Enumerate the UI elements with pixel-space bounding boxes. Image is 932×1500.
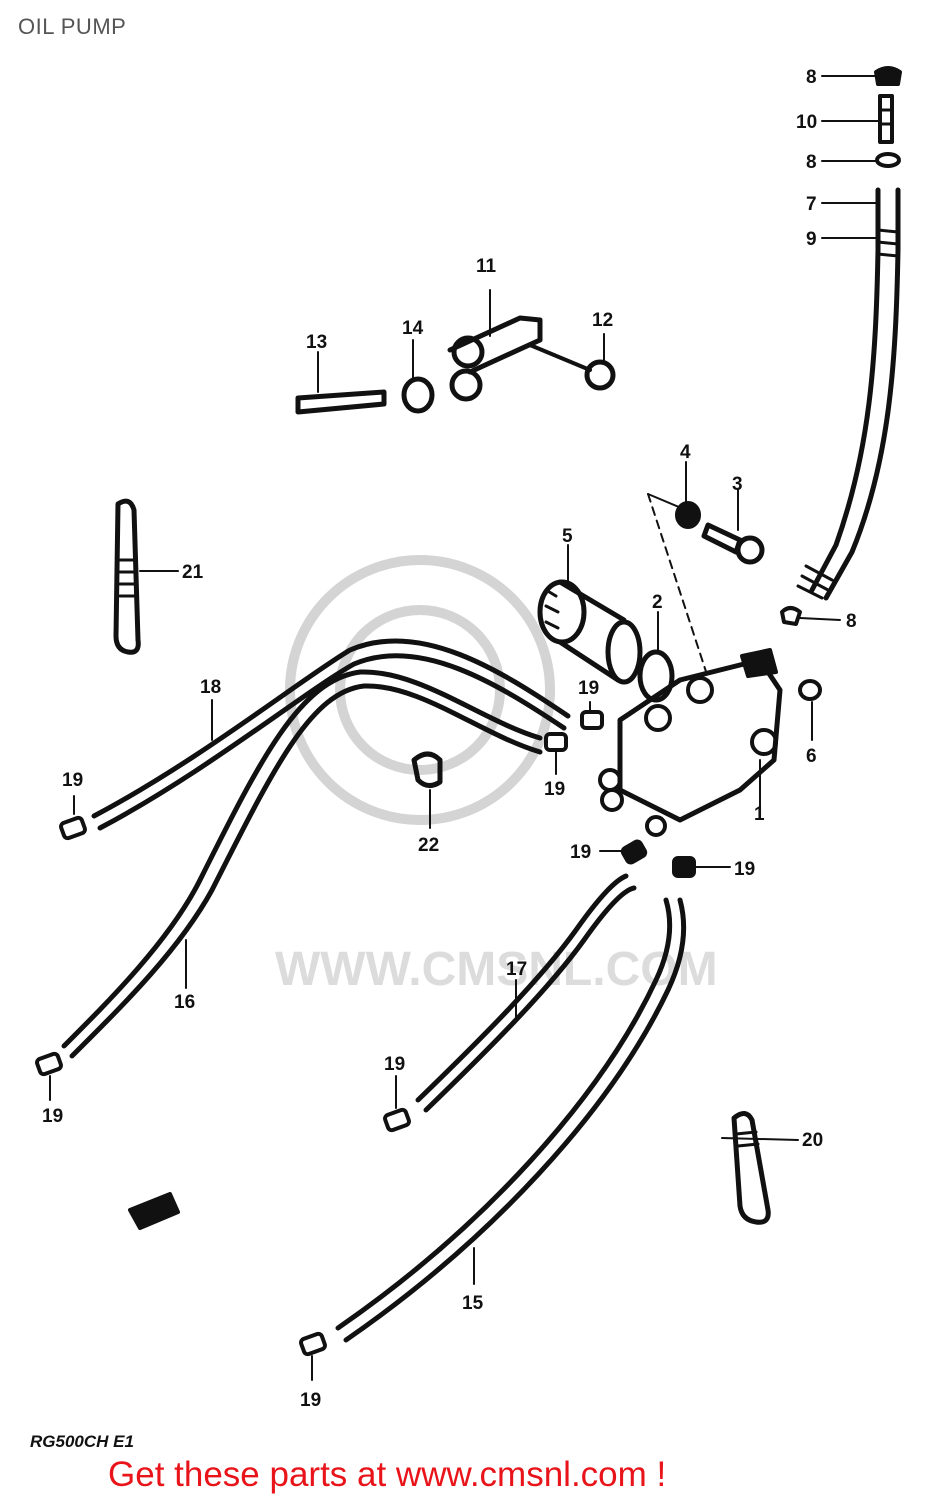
- label-19-a: 19: [62, 770, 83, 791]
- part-10-union-bolt[interactable]: [878, 94, 894, 144]
- part-9-oil-feed-hose[interactable]: [796, 187, 901, 601]
- label-9: 9: [806, 229, 817, 250]
- label-19-f: 19: [734, 859, 755, 880]
- label-11: 11: [476, 256, 497, 277]
- label-3: 3: [732, 474, 743, 495]
- label-12: 12: [592, 310, 613, 331]
- part-labels: 8 10 8 7 9 11 12 13 14 4 3 5 2 21 8 18 1…: [42, 67, 857, 1411]
- part-13-bolt[interactable]: [295, 351, 387, 415]
- model-code: RG500CH E1: [30, 1432, 134, 1451]
- part-8-cap[interactable]: [874, 66, 902, 86]
- label-5: 5: [562, 526, 573, 547]
- label-19-h: 19: [300, 1390, 321, 1411]
- part-19-hose-clip-h[interactable]: [299, 1331, 327, 1381]
- part-19-hose-clip-e[interactable]: [599, 839, 648, 865]
- part-16-oil-hose[interactable]: [61, 669, 543, 1059]
- label-1: 1: [754, 804, 765, 825]
- label-21: 21: [182, 562, 204, 583]
- part-19-hose-clip-a[interactable]: [59, 795, 87, 841]
- label-16: 16: [174, 992, 195, 1013]
- label-8-top: 8: [806, 67, 817, 88]
- label-19-g: 19: [384, 1054, 405, 1075]
- label-14: 14: [402, 318, 424, 339]
- part-19-hose-clip-b[interactable]: [35, 1051, 63, 1101]
- label-7: 7: [806, 194, 817, 215]
- part-8-clamp-upper[interactable]: [875, 152, 901, 168]
- label-6: 6: [806, 746, 817, 767]
- part-18-oil-hose[interactable]: [91, 638, 571, 831]
- part-19-hose-clip-f[interactable]: [672, 856, 731, 878]
- watermark: WWW.CMSNL.COM: [275, 555, 718, 996]
- part-5-pump-gear[interactable]: [537, 544, 643, 685]
- label-19-e: 19: [570, 842, 591, 863]
- label-19-c: 19: [578, 678, 599, 699]
- part-3-bolt[interactable]: [701, 489, 765, 565]
- part-17-oil-hose[interactable]: [415, 873, 637, 1113]
- part-8-clamp-lower[interactable]: [780, 606, 802, 626]
- label-20: 20: [802, 1130, 823, 1151]
- leader-4-3-to-pump: [647, 493, 713, 691]
- part-22-clamp[interactable]: [411, 751, 443, 829]
- label-8-lower: 8: [846, 611, 857, 632]
- watermark-text: WWW.CMSNL.COM: [275, 943, 718, 996]
- label-19-d: 19: [544, 779, 565, 800]
- part-19-hose-clip-g[interactable]: [383, 1075, 411, 1133]
- part-20-hose-clamp[interactable]: [721, 1111, 799, 1225]
- label-10: 10: [796, 112, 817, 133]
- part-21-hose-clamp[interactable]: [113, 498, 179, 655]
- leader-lines-upper-right: [799, 75, 881, 621]
- label-19-b: 19: [42, 1106, 63, 1127]
- label-4: 4: [680, 442, 691, 463]
- part-1-oil-pump-body[interactable]: [598, 648, 783, 837]
- part-15-oil-hose[interactable]: [335, 897, 687, 1343]
- part-11-pump-lever[interactable]: [447, 289, 543, 402]
- label-17: 17: [506, 959, 527, 980]
- label-18: 18: [200, 677, 221, 698]
- label-13: 13: [306, 332, 327, 353]
- part-4-washer[interactable]: [675, 461, 701, 529]
- small-clip-lower-left: [128, 1192, 180, 1230]
- label-2: 2: [652, 592, 663, 613]
- part-6-banjo-fitting[interactable]: [798, 679, 822, 741]
- part-12-screw[interactable]: [528, 333, 616, 391]
- part-19-hose-clip-d[interactable]: [544, 732, 568, 775]
- label-22: 22: [418, 835, 439, 856]
- page-title: OIL PUMP: [18, 14, 127, 39]
- label-15: 15: [462, 1293, 484, 1314]
- part-14-collar[interactable]: [401, 339, 435, 414]
- part-19-hose-clip-c[interactable]: [580, 701, 604, 730]
- promo-link[interactable]: Get these parts at www.cmsnl.com !: [108, 1455, 667, 1494]
- part-2-o-ring[interactable]: [637, 611, 675, 703]
- label-8-mid: 8: [806, 152, 817, 173]
